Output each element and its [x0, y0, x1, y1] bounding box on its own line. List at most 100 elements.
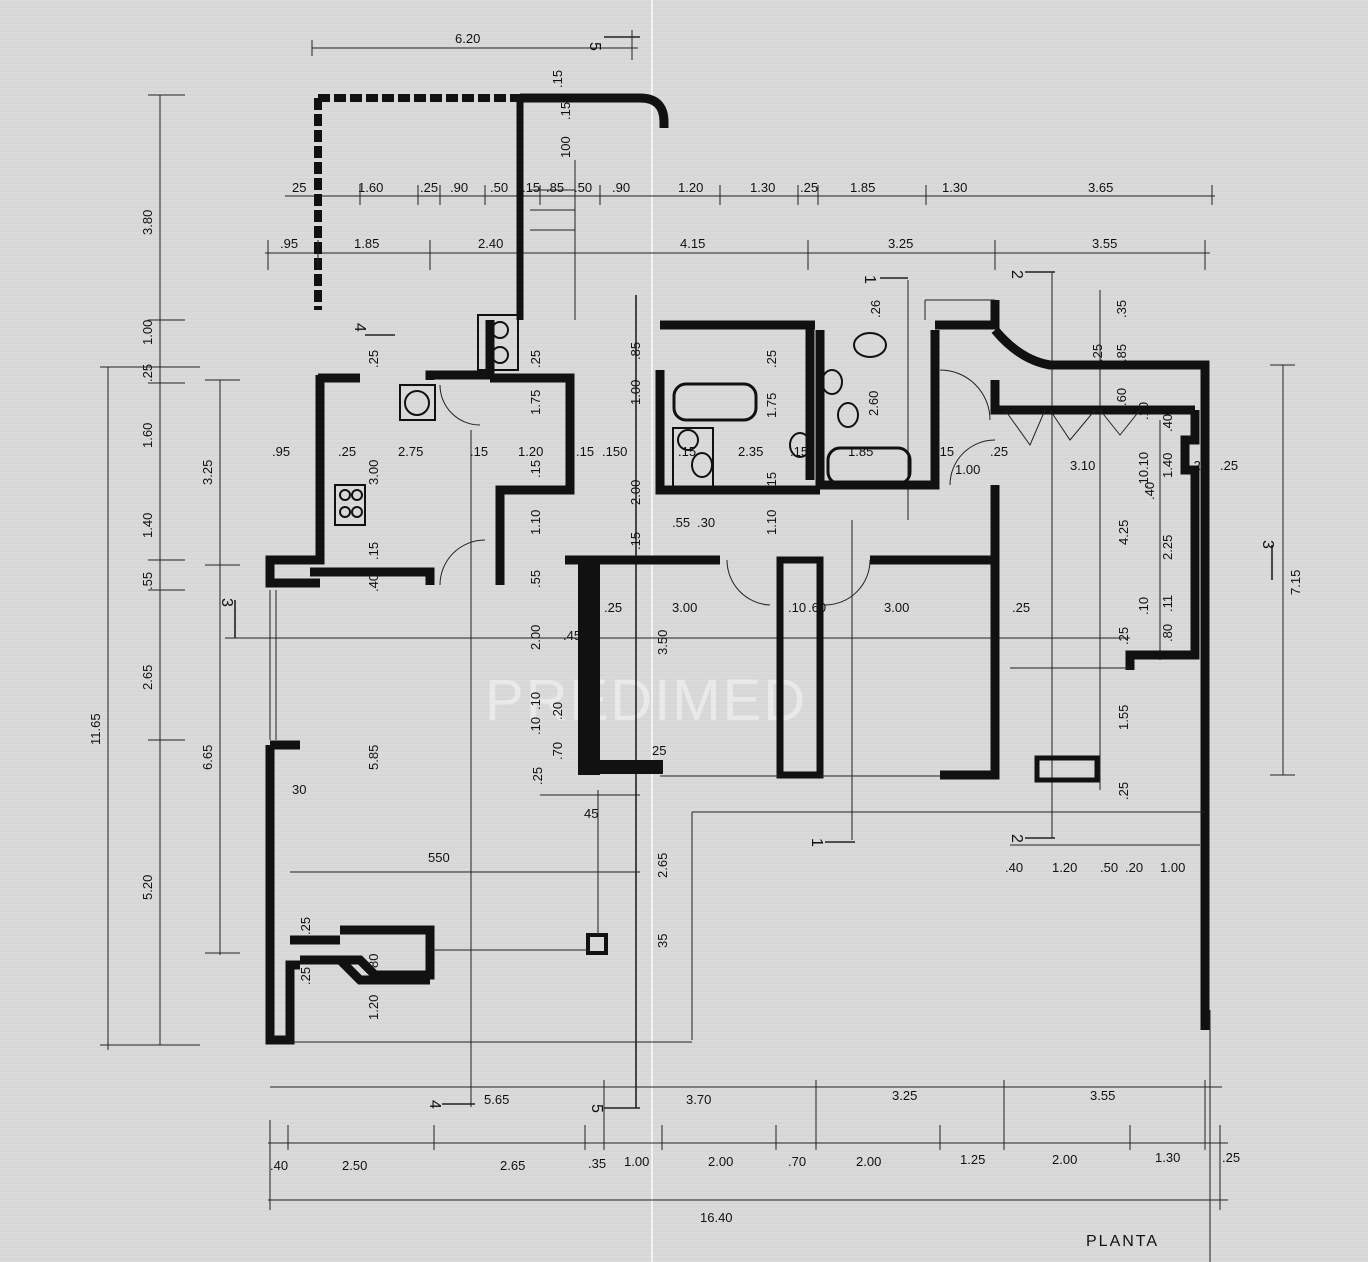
dim-300b: 3.00: [884, 600, 909, 615]
dim-bot2-8: 1.25: [960, 1152, 985, 1167]
dim-585: 5.85: [366, 745, 381, 770]
dim-row2-0: .95: [280, 236, 298, 251]
dim-bot1-2: 3.25: [892, 1088, 917, 1103]
dim-row1-9: 1.20: [678, 180, 703, 195]
dim-row-1: 25 1.60 .25 .90 .50 .15 .85 .50 .90 1.20…: [292, 180, 1113, 195]
dim-15e: .15: [936, 444, 954, 459]
dim-25j: .25: [530, 767, 545, 785]
dim-row1-14: 3.65: [1088, 180, 1113, 195]
dim-10b: .10: [1136, 452, 1151, 470]
dim-15f: .15: [366, 542, 381, 560]
dimension-lines: [107, 30, 1284, 1262]
dim-left-6: 2.65: [140, 665, 155, 690]
dim-25f: .25: [604, 600, 622, 615]
marker-4-bottom: 4: [426, 1100, 443, 1109]
marker-1-bottom: 1: [808, 838, 825, 847]
dim-stair-100: 100: [558, 136, 573, 158]
dim-15g: .15: [528, 460, 543, 478]
dim-40b: .40: [1142, 482, 1157, 500]
dim-row1-8: .90: [612, 180, 630, 195]
dim-100b: 1.00: [955, 462, 980, 477]
dim-10e: .10: [1136, 597, 1151, 615]
dim-25k: .25: [1116, 782, 1131, 800]
dim-bot1-1: 3.70: [686, 1092, 711, 1107]
dim-bot2-7: 2.00: [856, 1154, 881, 1169]
dim-60b: .60: [808, 600, 826, 615]
dim-15d: .15: [790, 444, 808, 459]
dim-left-total: 11.65: [88, 713, 103, 745]
dim-30b: 30: [292, 782, 306, 797]
dim-40d: .40: [1005, 860, 1023, 875]
marker-3-left: 3: [218, 598, 235, 607]
marker-3-right: 3: [1259, 540, 1276, 549]
dim-row2-5: 3.55: [1092, 236, 1117, 251]
dim-bot1-3: 3.55: [1090, 1088, 1115, 1103]
dim-50: .50: [1100, 860, 1118, 875]
dim-stair-15b: .15: [558, 102, 573, 120]
dim-40a: .40: [1160, 414, 1175, 432]
dim-175a: 1.75: [528, 390, 543, 415]
marker-2-top: 2: [1008, 270, 1025, 279]
dim-25i: 25: [652, 743, 666, 758]
dim-bot2-5: 2.00: [708, 1154, 733, 1169]
marker-1-top: 1: [861, 275, 878, 284]
dim-60: .60: [1114, 388, 1129, 406]
section-markers: [234, 36, 1273, 1109]
dim-row1-1: 1.60: [358, 180, 383, 195]
dim-15i: .15: [628, 532, 643, 550]
dim-140: 1.40: [1160, 453, 1175, 478]
dim-25-bath: .25: [764, 350, 779, 368]
dim-left-inner-1: 6.65: [200, 745, 215, 770]
dim-bot2-2: 2.65: [500, 1158, 525, 1173]
dim-85a: .85: [1114, 344, 1129, 362]
dim-20b: .20: [550, 702, 565, 720]
dim-300v: 3.00: [366, 460, 381, 485]
dim-300a: 3.00: [672, 600, 697, 615]
dim-top-620: 6.20: [455, 31, 480, 46]
dim-15b: .15: [576, 444, 594, 459]
dim-left-5: .55: [140, 572, 155, 590]
dim-row1-12: 1.85: [850, 180, 875, 195]
dim-row2-3: 4.15: [680, 236, 705, 251]
dim-row1-2: .25: [420, 180, 438, 195]
dim-185: 1.85: [848, 444, 873, 459]
dim-row1-4: .50: [490, 180, 508, 195]
dim-155: 1.55: [1116, 705, 1131, 730]
dim-10a: .10: [1136, 402, 1151, 420]
dim-bottom-row-1: 5.65 3.70 3.25 3.55: [484, 1088, 1115, 1107]
dim-175b: 1.75: [764, 393, 779, 418]
dim-bot1-0: 5.65: [484, 1092, 509, 1107]
dim-200a: 2.00: [628, 480, 643, 505]
dim-left-7: 5.20: [140, 875, 155, 900]
dim-25b: .25: [528, 350, 543, 368]
dim-120b: 1.20: [366, 995, 381, 1020]
dim-bot2-1: 2.50: [342, 1158, 367, 1173]
dim-25d: .25: [338, 444, 356, 459]
dim-row1-11: .25: [800, 180, 818, 195]
dim-left-outer: 3.80 1.00 .25 1.60 1.40 .55 2.65 5.20 11…: [88, 210, 215, 900]
dim-25-hall: .25: [990, 444, 1008, 459]
dim-25g: .25: [1012, 600, 1030, 615]
dim-95b: .95: [272, 444, 290, 459]
dim-35b: 35: [655, 934, 670, 948]
dim-100c: 1.00: [1160, 860, 1185, 875]
dim-ticks: [100, 94, 1295, 1210]
dim-25a: .25: [1090, 344, 1105, 362]
dim-row1-3: .90: [450, 180, 468, 195]
marker-4-top: 4: [351, 323, 368, 332]
dim-row2-1: 1.85: [354, 236, 379, 251]
dim-15h: .15: [764, 472, 779, 490]
dim-15c: .15: [678, 444, 696, 459]
dim-10f: .10: [528, 692, 543, 710]
dim-150: .150: [602, 444, 627, 459]
dim-30: .30: [697, 515, 715, 530]
dim-55b: .55: [528, 570, 543, 588]
dim-left-4: 1.40: [140, 513, 155, 538]
dim-225: 2.25: [1160, 535, 1175, 560]
dim-350: 3.50: [655, 630, 670, 655]
marker-5-bottom: 5: [588, 1104, 605, 1113]
dim-left-inner-0: 3.25: [200, 460, 215, 485]
dim-55: .55: [672, 515, 690, 530]
dim-110a: 1.10: [528, 510, 543, 535]
